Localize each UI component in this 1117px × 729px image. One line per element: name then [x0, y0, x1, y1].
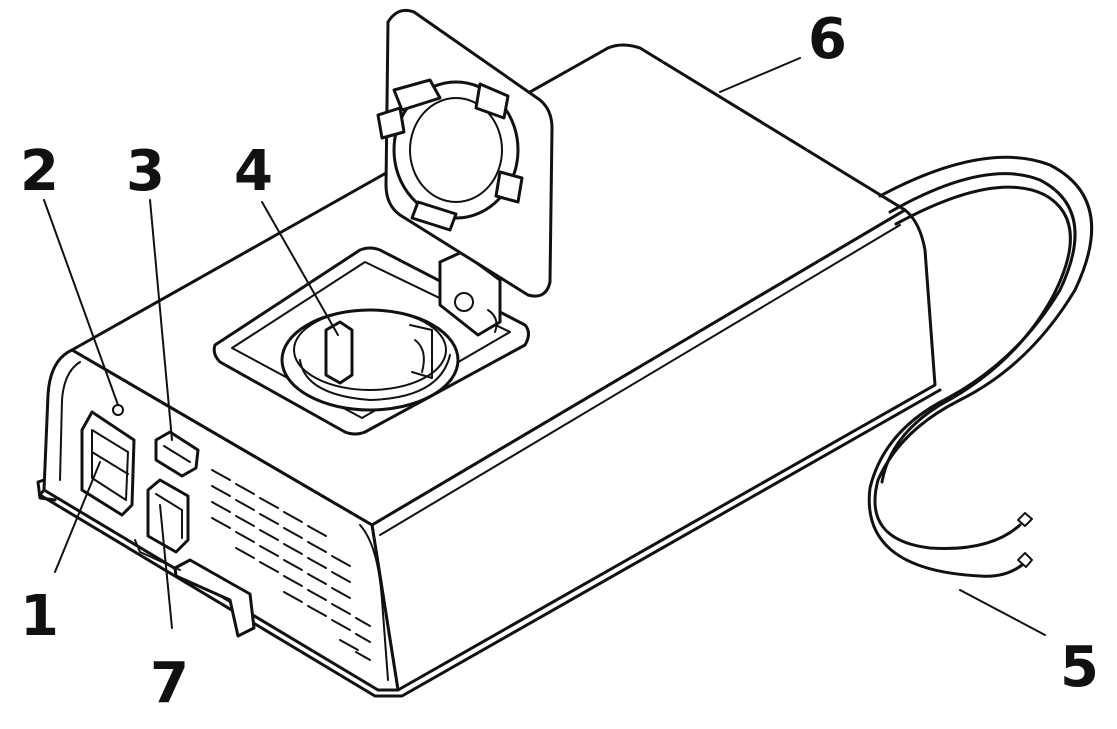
power-switch: [80, 410, 136, 517]
leader-lines: [43, 57, 1046, 636]
front-panel: [80, 404, 371, 661]
mounting-clip: [173, 558, 256, 638]
callout-5: 5: [1060, 635, 1099, 700]
callout-2: 2: [20, 139, 59, 204]
leader-4: [261, 201, 339, 336]
leader-3: [149, 199, 173, 441]
socket-opening: [212, 246, 530, 436]
callout-7: 7: [150, 651, 189, 716]
leader-6: [719, 57, 801, 93]
power-cable: [867, 155, 1094, 578]
remote-switch: [146, 478, 190, 554]
leader-5: [959, 589, 1046, 636]
leader-7: [159, 504, 173, 629]
callout-4: 4: [234, 139, 273, 204]
ventilation-grille: [211, 469, 371, 661]
callout-6: 6: [808, 7, 847, 72]
leader-1: [54, 461, 101, 573]
callout-3: 3: [126, 139, 165, 204]
leader-2: [43, 199, 119, 406]
callout-1: 1: [20, 584, 59, 649]
callout-labels: 1 2 3 4 5 6 7: [20, 7, 1099, 716]
socket-lid: [376, 8, 554, 298]
